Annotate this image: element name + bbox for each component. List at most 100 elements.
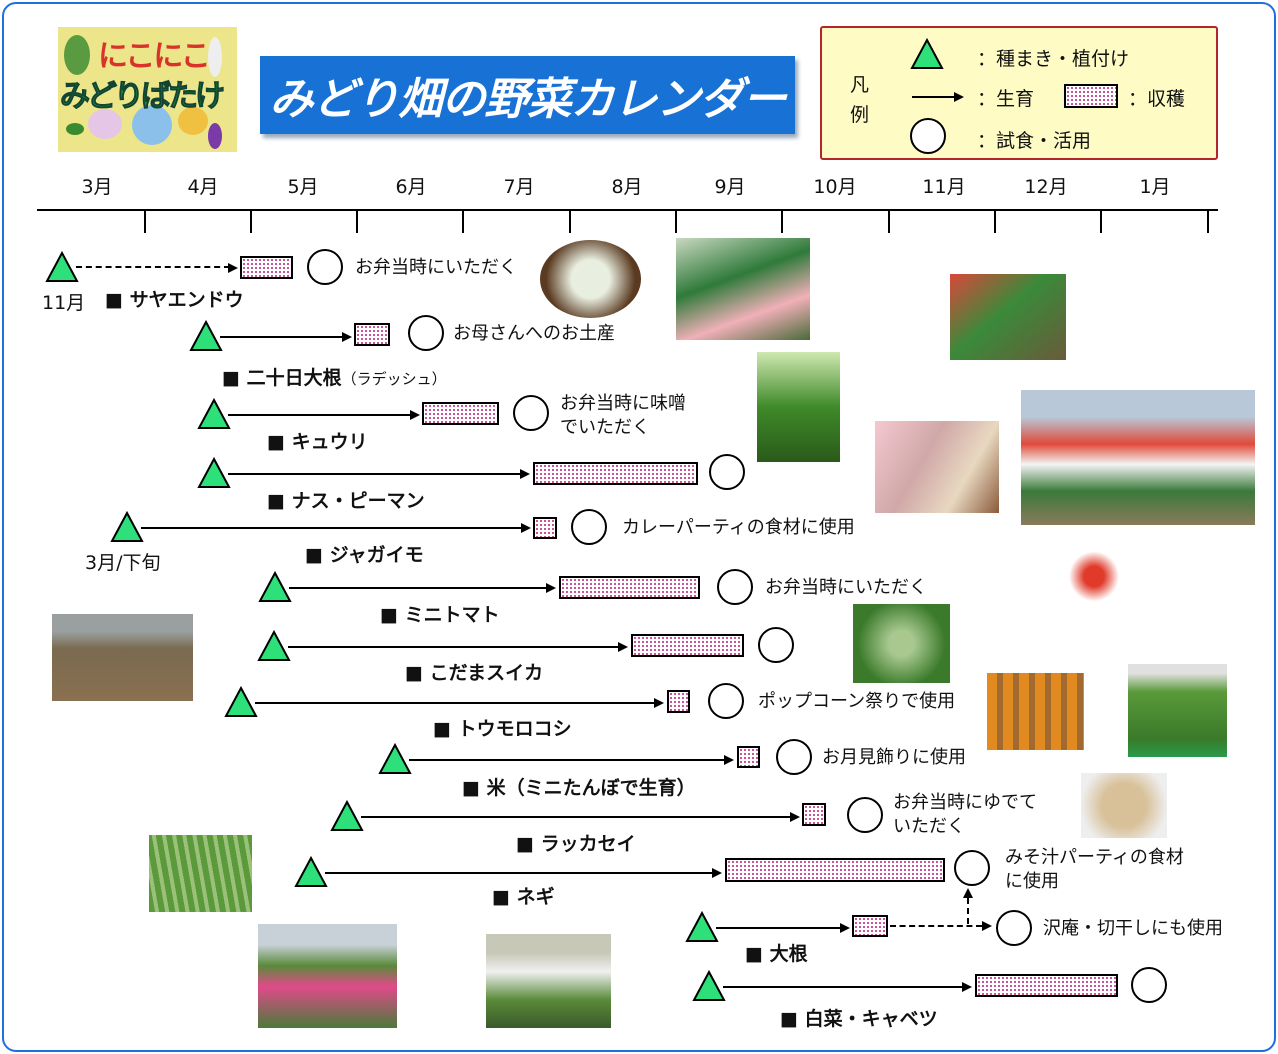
usage-note: お月見飾りに使用 bbox=[822, 747, 966, 768]
triangle-icon bbox=[330, 800, 364, 831]
tasting-circle bbox=[1131, 967, 1167, 1003]
tasting-circle bbox=[307, 249, 343, 285]
arrow-head-icon bbox=[521, 523, 531, 533]
triangle-icon bbox=[45, 251, 79, 282]
growth-arrow-line bbox=[361, 816, 792, 818]
usage-note: お弁当時にいただく bbox=[765, 577, 927, 598]
photo bbox=[987, 673, 1084, 750]
crop-name: ■ ジャガイモ bbox=[305, 544, 424, 566]
month-label: 7月 bbox=[503, 176, 535, 198]
month-label: 5月 bbox=[287, 176, 319, 198]
harvest-box bbox=[852, 915, 888, 937]
crop-sublabel: （ラデッシュ） bbox=[341, 370, 447, 388]
growth-arrow-line bbox=[141, 527, 523, 529]
month-label: 1月 bbox=[1139, 176, 1171, 198]
harvest-box bbox=[354, 323, 390, 346]
triangle-icon bbox=[189, 320, 223, 351]
start-note: 3月/下旬 bbox=[85, 552, 161, 574]
arrow-head-icon bbox=[228, 263, 238, 273]
photo bbox=[757, 352, 840, 462]
photo bbox=[540, 240, 641, 318]
usage-note: お母さんへのお土産 bbox=[453, 323, 615, 344]
daikon-extra-arrow bbox=[890, 925, 982, 927]
logo-image: にこにこ みどりばたけ bbox=[58, 27, 237, 152]
harvest-box bbox=[802, 803, 826, 826]
arrow-head-icon bbox=[712, 868, 722, 878]
triangle-icon bbox=[910, 38, 944, 69]
tasting-circle bbox=[758, 627, 794, 663]
harvest-box bbox=[975, 974, 1118, 997]
arrow-head-icon bbox=[618, 642, 628, 652]
growth-arrow-line bbox=[255, 702, 656, 704]
negi-extra-arrow bbox=[967, 898, 969, 924]
arrow-head-icon bbox=[790, 812, 800, 822]
month-label: 11月 bbox=[922, 176, 966, 198]
page-title: みどり畑の野菜カレンダー bbox=[260, 56, 795, 134]
harvest-box bbox=[559, 576, 700, 599]
month-label: 4月 bbox=[187, 176, 219, 198]
crop-label: ■ ナス・ピーマン bbox=[267, 486, 425, 513]
tasting-circle bbox=[709, 454, 745, 490]
usage-note: カレーパーティの食材に使用 bbox=[622, 517, 855, 538]
crop-name: ■ ナス・ピーマン bbox=[267, 490, 425, 512]
month-label: 12月 bbox=[1024, 176, 1068, 198]
photo bbox=[950, 274, 1066, 360]
crop-label: ■ ミニトマト bbox=[380, 600, 500, 627]
photo bbox=[676, 238, 810, 340]
month-label: 3月 bbox=[81, 176, 113, 198]
axis-tick bbox=[569, 210, 571, 233]
axis-tick bbox=[250, 210, 252, 233]
month-label: 8月 bbox=[611, 176, 643, 198]
tasting-circle bbox=[717, 569, 753, 605]
legend: 凡 例 ：種まき・植付け ：生育 ：収穫 ：試食・活用 bbox=[820, 26, 1218, 160]
growth-arrow-line bbox=[228, 473, 522, 475]
photo bbox=[486, 934, 611, 1028]
tasting-circle bbox=[776, 739, 812, 775]
arrow-head-icon bbox=[410, 410, 420, 420]
circle-icon bbox=[910, 118, 946, 154]
crop-label: ■ 白菜・キャベツ bbox=[780, 1004, 938, 1031]
arrow-head-icon bbox=[962, 982, 972, 992]
photo bbox=[1081, 773, 1167, 838]
timeline-axis bbox=[37, 209, 1218, 211]
usage-note: に使用 bbox=[1005, 871, 1059, 892]
photo bbox=[149, 835, 252, 912]
start-note: 11月 bbox=[42, 292, 86, 314]
crop-label: ■ 米（ミニたんぼで生育） bbox=[462, 773, 696, 800]
usage-note: お弁当時にいただく bbox=[355, 257, 517, 278]
tasting-circle bbox=[847, 797, 883, 833]
arrow-head-icon bbox=[963, 888, 973, 898]
arrow-head-icon bbox=[654, 698, 664, 708]
growth-arrow-line bbox=[289, 587, 548, 589]
growth-arrow-line bbox=[325, 872, 714, 874]
crop-name: ■ ラッカセイ bbox=[516, 833, 636, 855]
crop-name: ■ 白菜・キャベツ bbox=[780, 1008, 938, 1030]
triangle-icon bbox=[258, 571, 292, 602]
crop-name: ■ キュウリ bbox=[267, 431, 368, 453]
crop-label: ■ こだまスイカ bbox=[405, 658, 543, 685]
crop-label: ■ ジャガイモ bbox=[305, 540, 424, 567]
arrow-head-icon bbox=[982, 921, 992, 931]
photo bbox=[853, 604, 950, 683]
photo bbox=[258, 924, 397, 1028]
tasting-circle bbox=[408, 315, 444, 351]
arrow-icon bbox=[912, 96, 956, 98]
photo bbox=[875, 421, 999, 513]
crop-label: ■ 大根 bbox=[745, 939, 808, 966]
usage-note: いただく bbox=[893, 816, 965, 837]
axis-tick bbox=[781, 210, 783, 233]
axis-tick bbox=[462, 210, 464, 233]
growth-arrow-line bbox=[76, 266, 230, 268]
triangle-icon bbox=[197, 457, 231, 488]
growth-arrow-line bbox=[288, 646, 620, 648]
tasting-circle bbox=[571, 509, 607, 545]
axis-tick bbox=[144, 210, 146, 233]
harvest-box bbox=[725, 858, 945, 882]
triangle-icon bbox=[294, 856, 328, 887]
harvest-box bbox=[422, 402, 499, 425]
axis-tick bbox=[1207, 210, 1209, 233]
crop-label: ■ キュウリ bbox=[267, 427, 368, 454]
harvest-box bbox=[240, 256, 293, 279]
legend-heading: 例 bbox=[850, 104, 870, 126]
